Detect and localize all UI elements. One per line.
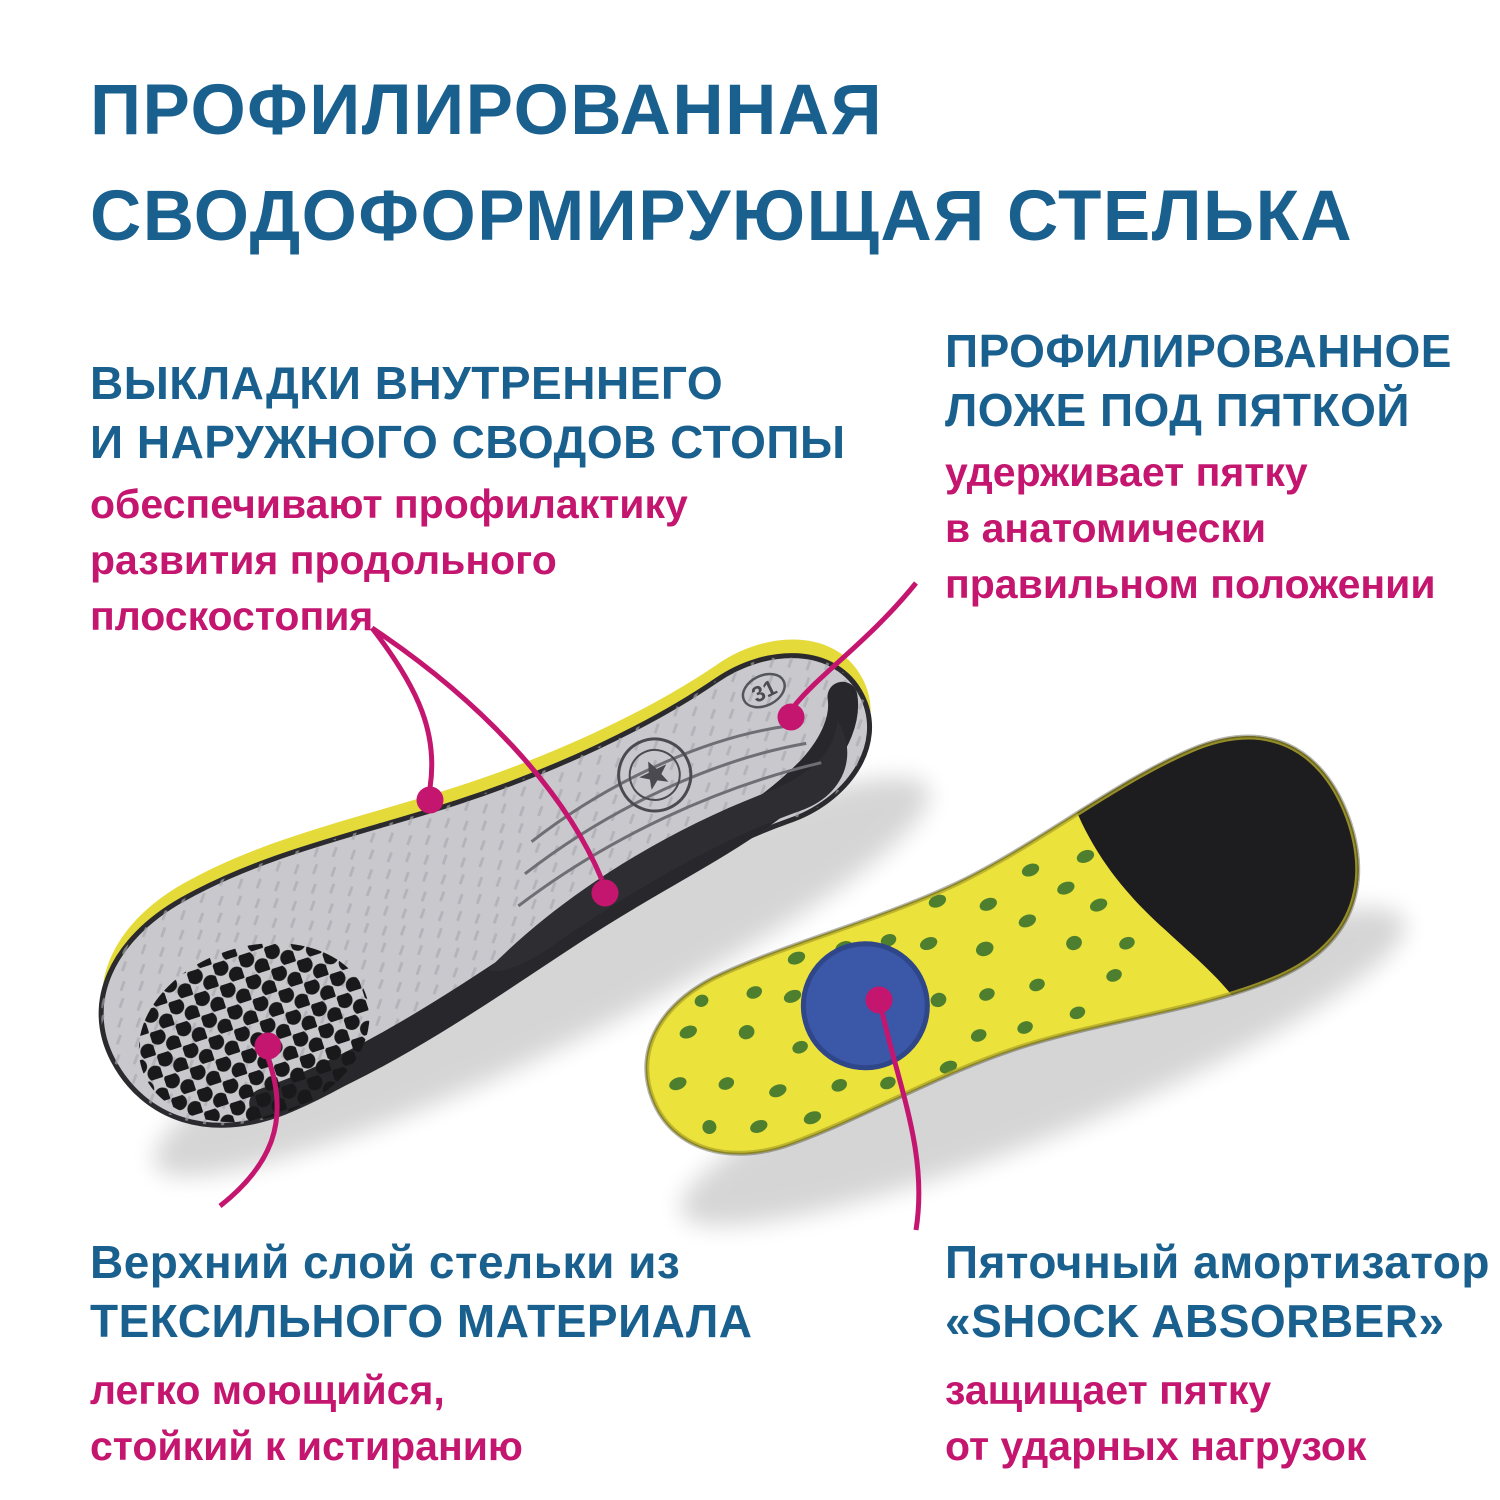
star-icon <box>639 761 669 790</box>
flex-groove <box>517 761 822 908</box>
flex-groove <box>524 741 807 876</box>
body-line: плоскостопия <box>90 593 374 639</box>
title-line: ПРОФИЛИРОВАННАЯ <box>90 71 884 150</box>
heading-line: Пяточный амортизатор <box>945 1236 1490 1288</box>
title-line: СВОДОФОРМИРУЮЩАЯ СТЕЛЬКА <box>90 177 1354 256</box>
heading-line: И НАРУЖНОГО СВОДОВ СТОПЫ <box>90 416 846 468</box>
callout-heel-bed-heading: ПРОФИЛИРОВАННОЕ ЛОЖЕ ПОД ПЯТКОЙ <box>945 322 1452 440</box>
toe-honeycomb-pad <box>138 943 370 1123</box>
heading-line: «SHOCK ABSORBER» <box>945 1295 1445 1347</box>
brand-stamp <box>617 737 693 813</box>
callout-line-arch-outer <box>370 625 605 881</box>
callout-dot-heel-bed <box>777 703 805 731</box>
insole-top-view: 31 <box>49 575 930 1177</box>
callout-line-absorber <box>879 1011 922 1231</box>
callout-heel-bed-body: удерживает пятку в анатомически правильн… <box>945 444 1436 612</box>
flex-groove <box>530 724 787 843</box>
heading-line: ТЕКСИЛЬНОГО МАТЕРИАЛА <box>90 1295 753 1347</box>
heading-line: ВЫКЛАДКИ ВНУТРЕННЕГО <box>90 357 724 409</box>
heading-line: Верхний слой стельки из <box>90 1236 681 1288</box>
callout-absorber-body: защищает пятку от ударных нагрузок <box>945 1362 1366 1474</box>
body-line: защищает пятку <box>945 1367 1272 1413</box>
body-line: удерживает пятку <box>945 449 1308 495</box>
callout-absorber-heading: Пяточный амортизатор «SHOCK ABSORBER» <box>945 1233 1490 1351</box>
callout-textile-body: легко моющийся, стойкий к истиранию <box>90 1362 523 1474</box>
callout-arch-heading: ВЫКЛАДКИ ВНУТРЕННЕГО И НАРУЖНОГО СВОДОВ … <box>90 354 846 472</box>
body-line: развития продольного <box>90 537 557 583</box>
callout-dot-textile <box>254 1032 282 1060</box>
callout-dot-absorber <box>865 986 893 1014</box>
callout-textile-heading: Верхний слой стельки из ТЕКСИЛЬНОГО МАТЕ… <box>90 1233 752 1351</box>
callout-line-arch-inner <box>370 626 435 789</box>
callout-arch-body: обеспечивают профилактику развития продо… <box>90 476 688 644</box>
body-line: правильном положении <box>945 561 1436 607</box>
callout-dot-arch-outer <box>591 879 619 907</box>
body-line: легко моющийся, <box>90 1367 445 1413</box>
callout-line-textile <box>218 1057 280 1208</box>
shock-absorber-insert <box>800 941 930 1071</box>
heading-line: ПРОФИЛИРОВАННОЕ <box>945 325 1452 377</box>
body-line: в анатомически <box>945 505 1267 551</box>
body-line: обеспечивают профилактику <box>90 481 688 527</box>
callout-dots <box>254 703 893 1060</box>
heading-line: ЛОЖЕ ПОД ПЯТКОЙ <box>945 384 1410 436</box>
page-title: ПРОФИЛИРОВАННАЯ СВОДОФОРМИРУЮЩАЯ СТЕЛЬКА <box>90 58 1353 270</box>
body-line: от ударных нагрузок <box>945 1423 1367 1469</box>
callout-lines <box>218 581 922 1231</box>
callout-line-heel-bed <box>793 581 918 707</box>
callout-dot-arch-inner <box>416 786 444 814</box>
arch-support-dark-zone <box>488 720 848 972</box>
body-line: стойкий к истиранию <box>90 1423 523 1469</box>
